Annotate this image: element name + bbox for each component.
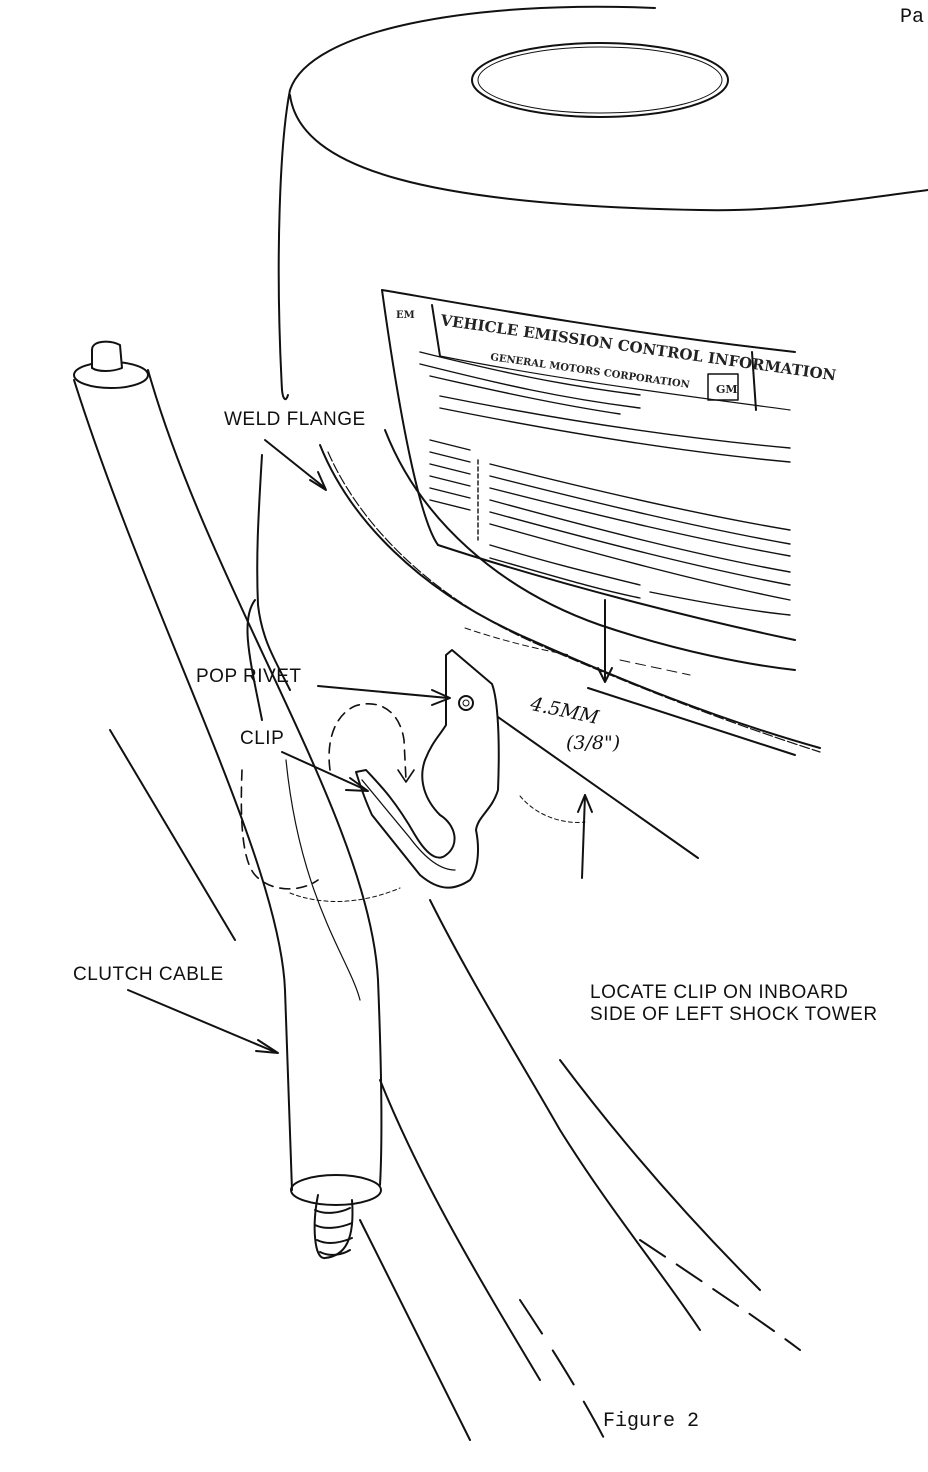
label-fine-print <box>419 351 791 616</box>
gm-logo-mark: GM <box>716 383 738 396</box>
corner-mark: EM <box>396 310 415 321</box>
pop-rivet-callout: POP RIVET <box>196 666 302 687</box>
location-note-line-2: SIDE OF LEFT SHOCK TOWER <box>590 1004 878 1025</box>
location-note: LOCATE CLIP ON INBOARD SIDE OF LEFT SHOC… <box>590 982 878 1026</box>
clip-bracket <box>355 649 500 889</box>
shock-tower-top <box>277 5 928 401</box>
weld-flange-callout: WELD FLANGE <box>224 409 366 430</box>
clip-callout: CLIP <box>240 728 285 749</box>
clip-alternate-position <box>240 703 415 902</box>
leader-lines <box>127 439 451 1054</box>
location-note-line-1: LOCATE CLIP ON INBOARD <box>590 982 849 1003</box>
dimension-imperial: (3/8") <box>566 732 621 754</box>
emission-control-label: GM EM VEHICLE EMISSION CONTROL INFORMATI… <box>381 289 838 641</box>
figure-caption: Figure 2 <box>603 1410 700 1433</box>
page-corner-text: Pa <box>900 6 925 29</box>
cable-inner-core <box>313 1194 354 1259</box>
clutch-cable-callout: CLUTCH CABLE <box>73 964 224 985</box>
dimension-marks <box>464 599 796 879</box>
shock-tower-body <box>109 429 821 1451</box>
clutch-cable <box>73 340 383 1206</box>
